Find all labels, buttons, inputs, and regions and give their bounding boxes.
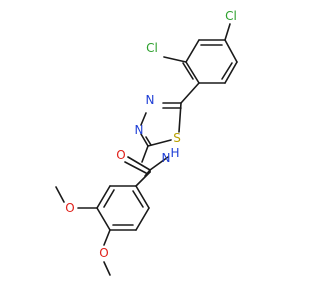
bond	[180, 82, 200, 104]
molecule-structure-diagram: Cl Cl N N S H N O O O	[55, 9, 238, 276]
atom-s: S	[173, 131, 181, 145]
bond	[141, 145, 149, 163]
bond	[144, 169, 151, 177]
atom-nh-h: H	[170, 146, 179, 160]
atom-o-methoxy-2: O	[99, 246, 108, 260]
bond	[149, 156, 169, 171]
bond-lines	[55, 23, 238, 276]
bond	[103, 229, 111, 246]
bond	[127, 156, 151, 171]
atom-cl-ortho: Cl	[146, 41, 158, 55]
bond	[55, 186, 65, 203]
atom-n3: N	[146, 93, 155, 107]
atom-cl-top: Cl	[225, 9, 237, 23]
bond	[147, 139, 172, 147]
bond	[182, 62, 194, 80]
bond	[96, 207, 111, 231]
bond	[178, 102, 182, 133]
bond	[185, 39, 200, 63]
bond	[145, 136, 152, 146]
bond	[124, 161, 147, 174]
atom-n4: N	[135, 123, 144, 137]
atom-o-methoxy-1: O	[65, 201, 74, 215]
bond	[140, 112, 147, 126]
atom-o-carbonyl: O	[116, 148, 125, 162]
bond	[224, 39, 238, 63]
bond	[103, 261, 111, 276]
bond	[135, 171, 151, 187]
bond	[132, 190, 144, 208]
bond	[96, 185, 111, 209]
bond	[103, 189, 115, 208]
bond	[185, 61, 200, 84]
bond	[224, 61, 238, 84]
bond	[224, 23, 231, 41]
bond	[135, 185, 150, 209]
bond	[163, 56, 187, 63]
bond	[221, 62, 233, 80]
atom-nh-n: N	[162, 151, 171, 165]
atom-labels: Cl Cl N N S H N O O O	[65, 9, 237, 260]
bond	[135, 207, 150, 231]
bond	[140, 133, 149, 147]
